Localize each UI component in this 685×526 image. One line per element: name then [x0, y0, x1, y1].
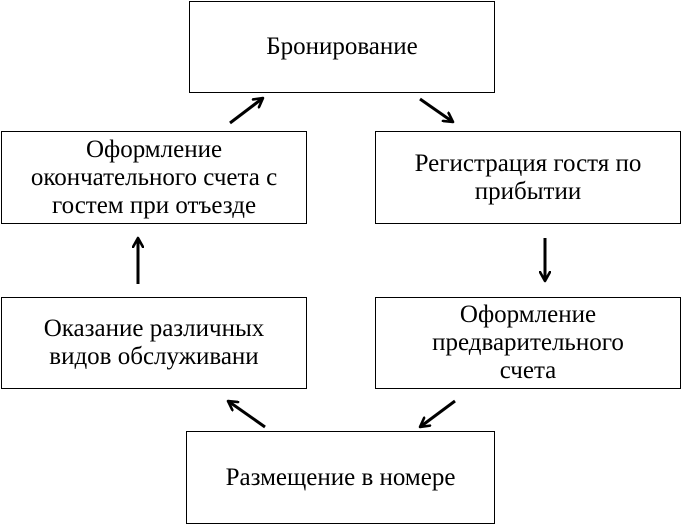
node-checkout-line-1: Оформление [85, 135, 223, 163]
node-registration-line-1: Регистрация гостя по [414, 149, 642, 177]
node-prepayment-line-3: счета [499, 357, 557, 384]
edge-checkout-booking [229, 98, 263, 125]
node-services: Оказание различных видов обслуживани [1, 297, 307, 389]
edge-booking-registration [419, 97, 453, 122]
node-checkout-line-2: окончательного счета с [30, 163, 278, 191]
node-prepayment-line-2: предварительного [432, 329, 624, 356]
node-placement: Размещение в номере [186, 431, 495, 524]
edge-prepayment-placement [420, 399, 456, 427]
node-registration: Регистрация гостя по прибытии [375, 131, 681, 224]
node-placement-label: Размещение в номере [225, 463, 456, 491]
node-services-line-1: Оказание различных [43, 315, 265, 342]
node-booking-label: Бронирование [266, 33, 418, 60]
node-booking: Бронирование [189, 1, 495, 93]
node-checkout-line-3: гостем при отъезде [51, 191, 257, 219]
node-registration-line-2: прибытии [474, 177, 582, 205]
node-services-line-2: видов обслуживани [49, 343, 259, 370]
node-prepayment-line-1: Оформление [459, 301, 597, 328]
edge-placement-services [228, 401, 266, 429]
node-prepayment: Оформление предварительного счета [375, 297, 681, 389]
node-checkout: Оформление окончательного счета с гостем… [1, 131, 307, 224]
